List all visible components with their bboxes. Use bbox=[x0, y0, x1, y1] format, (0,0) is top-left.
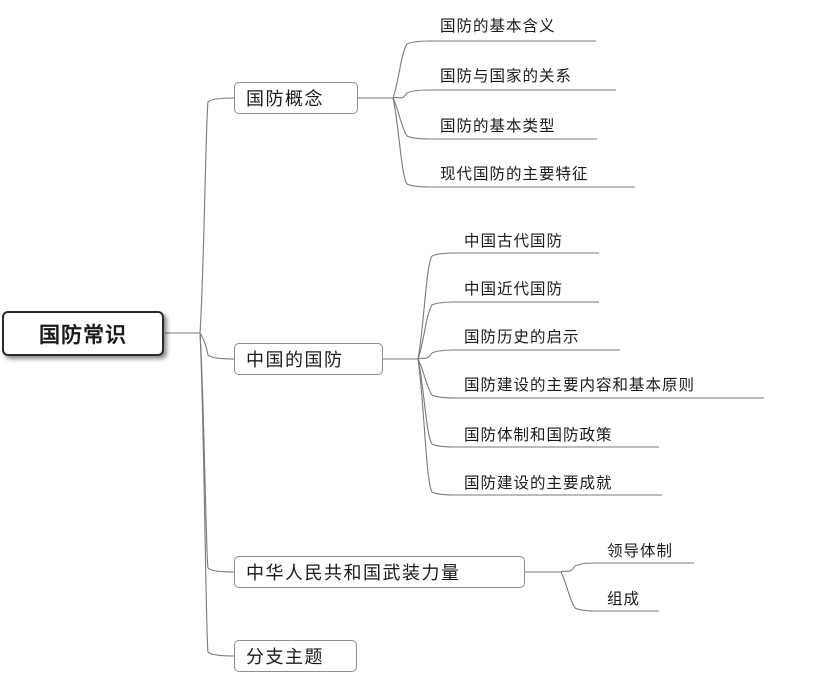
connector-topic-china bbox=[417, 358, 659, 448]
topic-branch[interactable]: 分支主题 bbox=[234, 640, 357, 672]
connector-topic-china bbox=[417, 252, 599, 360]
connector-topic-concept bbox=[392, 97, 597, 140]
connector-root-topic bbox=[199, 97, 235, 334]
subtopic-modern-era-defense[interactable]: 中国近代国防 bbox=[464, 280, 564, 298]
subtopic-modern-features[interactable]: 现代国防的主要特征 bbox=[440, 165, 589, 183]
connector-topic-china bbox=[417, 358, 764, 399]
topic-armed-forces[interactable]: 中华人民共和国武装力量 bbox=[234, 556, 525, 588]
topic-defense-concept[interactable]: 国防概念 bbox=[234, 82, 358, 114]
topic-china-defense[interactable]: 中国的国防 bbox=[234, 343, 383, 375]
connector-topic-china bbox=[417, 349, 620, 360]
connector-topic-concept bbox=[392, 97, 635, 188]
root-topic[interactable]: 国防常识 bbox=[2, 311, 164, 356]
subtopic-leadership-system[interactable]: 领导体制 bbox=[607, 542, 674, 560]
subtopic-basic-meaning[interactable]: 国防的基本含义 bbox=[440, 17, 556, 35]
connector-topic-concept bbox=[392, 89, 616, 99]
subtopic-composition[interactable]: 组成 bbox=[607, 590, 641, 608]
connector-topic-forces bbox=[560, 571, 659, 612]
connector-root-topic bbox=[199, 332, 235, 657]
subtopic-history-lessons[interactable]: 国防历史的启示 bbox=[464, 328, 580, 346]
subtopic-basic-types[interactable]: 国防的基本类型 bbox=[440, 117, 556, 135]
subtopic-system-policy[interactable]: 国防体制和国防政策 bbox=[464, 426, 613, 444]
subtopic-ancient-defense[interactable]: 中国古代国防 bbox=[464, 232, 564, 250]
connector-topic-china bbox=[417, 358, 662, 496]
connector-topic-forces bbox=[560, 562, 694, 573]
subtopic-defense-state-relation[interactable]: 国防与国家的关系 bbox=[440, 67, 573, 85]
connector-root-topic bbox=[199, 332, 235, 573]
connector-topic-china bbox=[417, 301, 599, 360]
subtopic-construction-principles[interactable]: 国防建设的主要内容和基本原则 bbox=[464, 376, 696, 394]
connector-root-topic bbox=[199, 332, 235, 360]
subtopic-achievements[interactable]: 国防建设的主要成就 bbox=[464, 474, 613, 492]
connector-topic-concept bbox=[392, 40, 596, 99]
